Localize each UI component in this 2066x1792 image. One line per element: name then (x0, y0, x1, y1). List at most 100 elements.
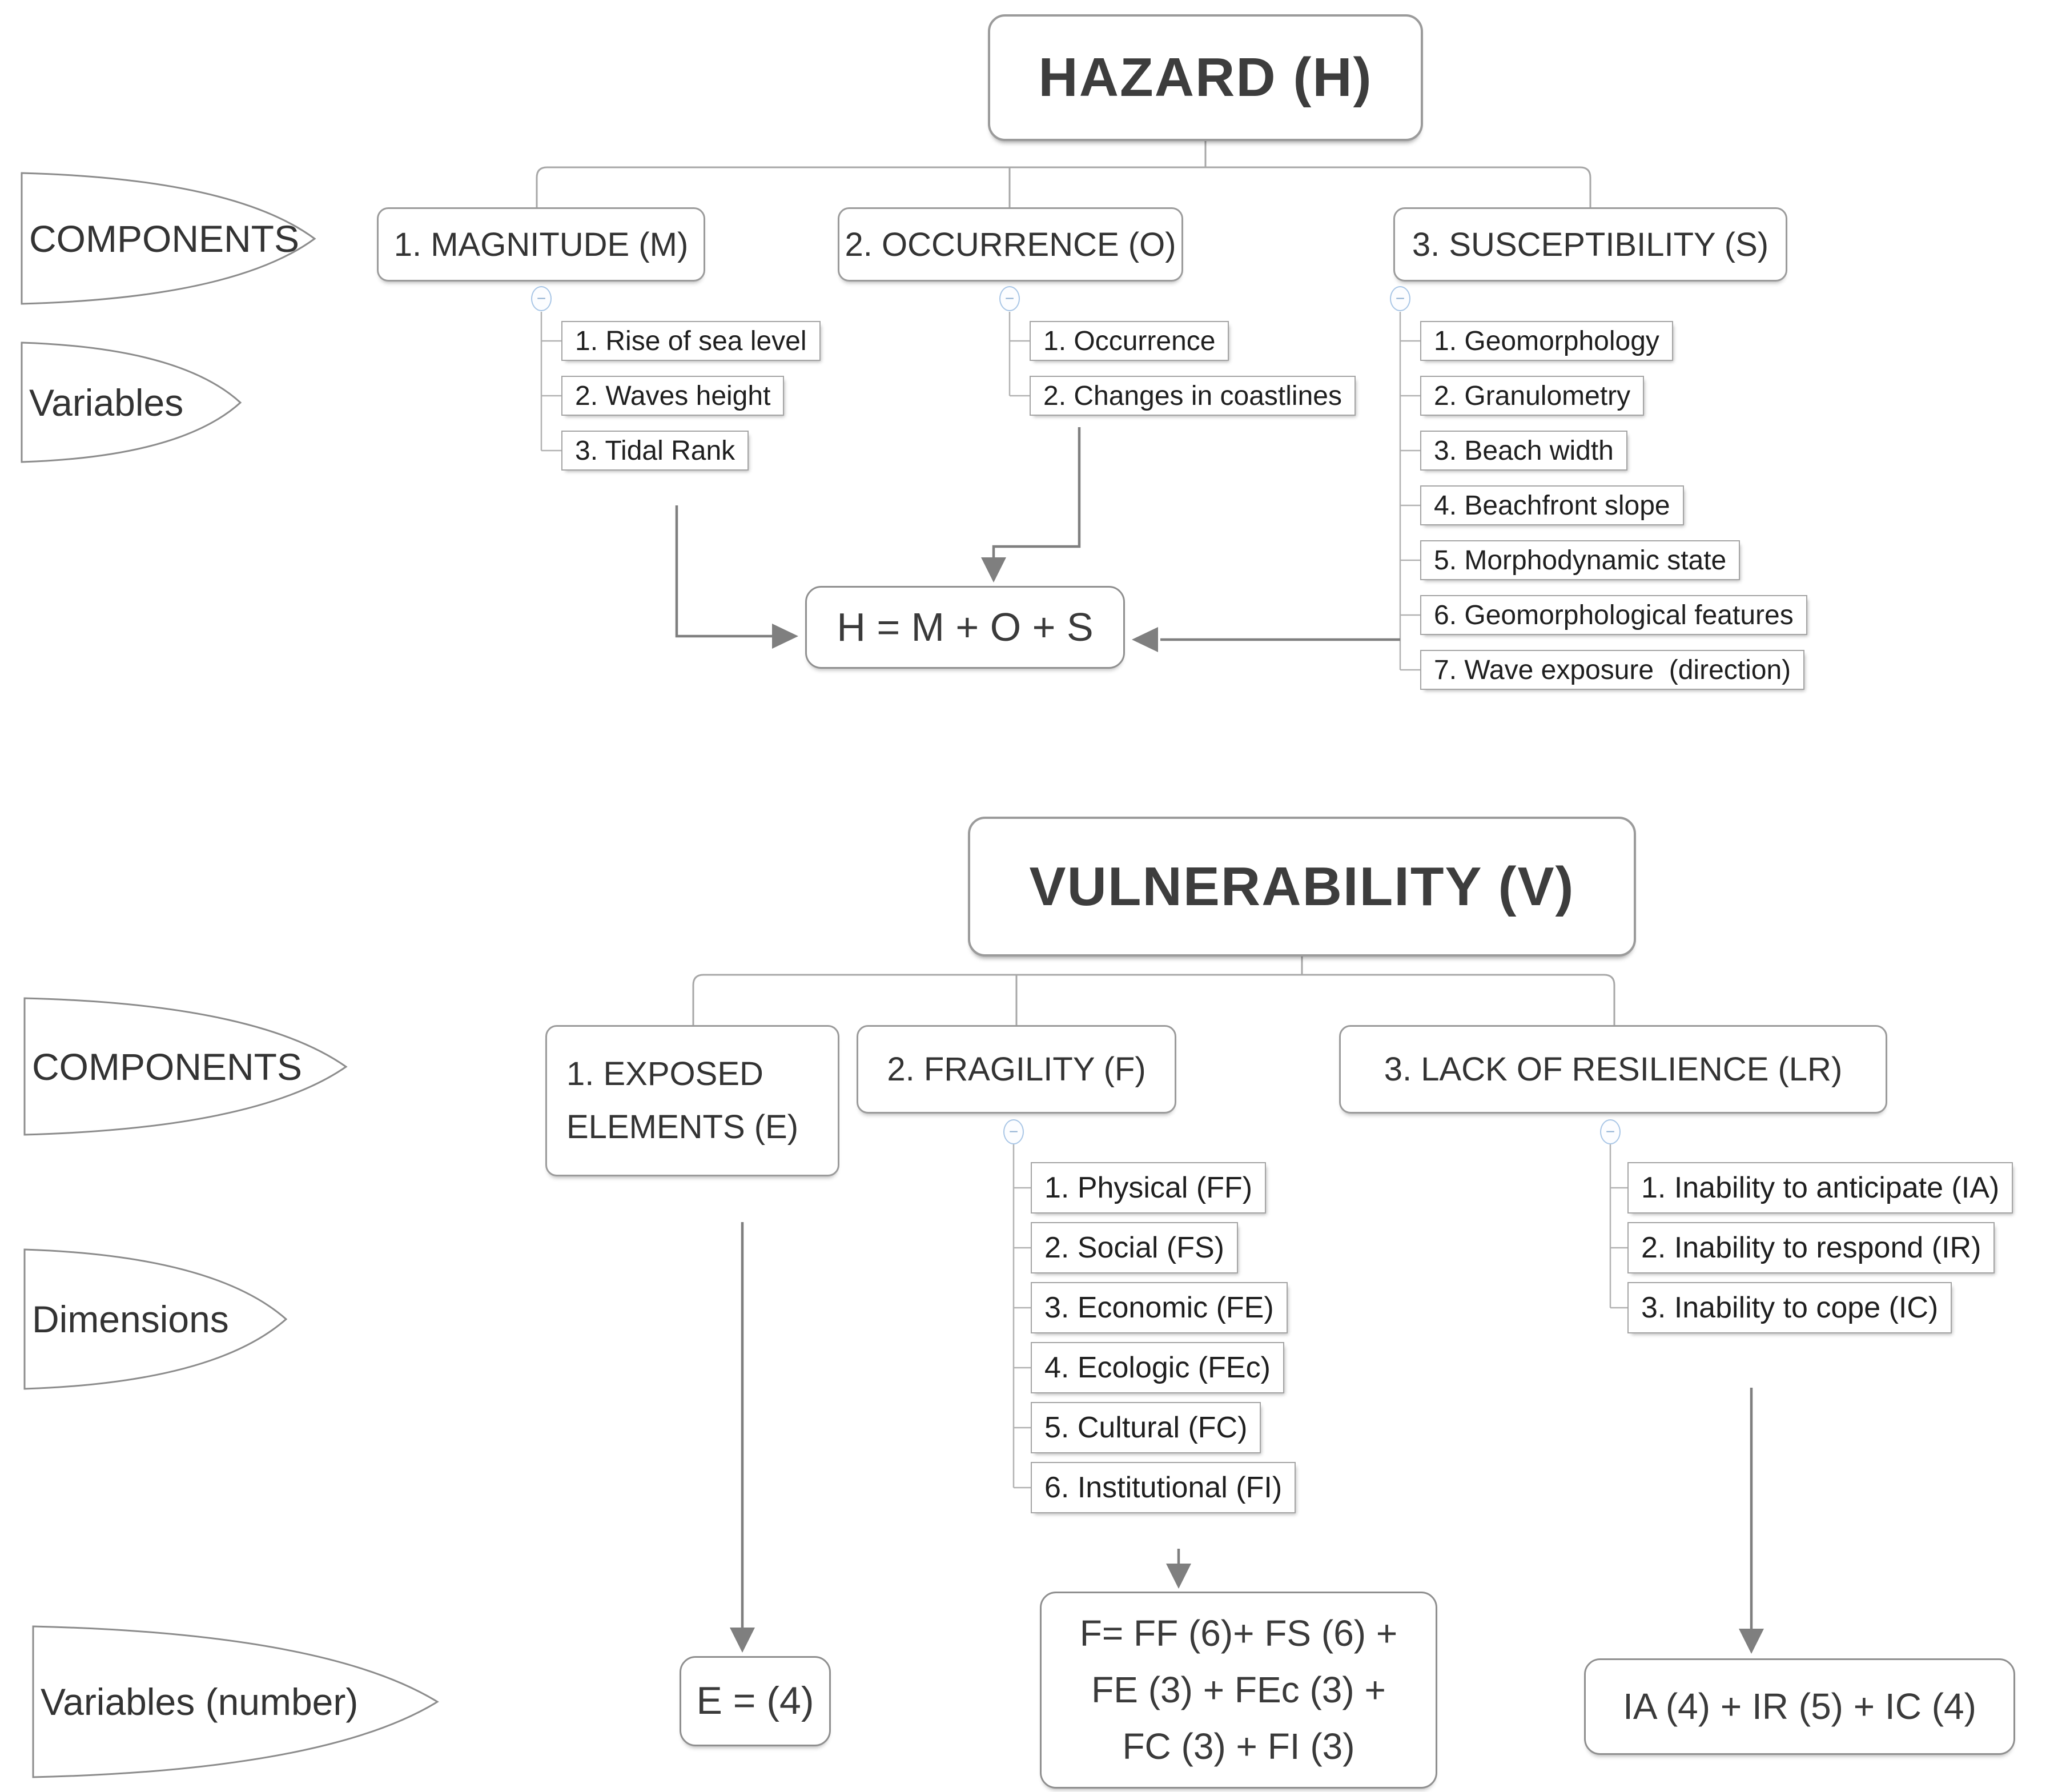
variable-box: 1. Rise of sea level (561, 321, 821, 361)
formula-text: IA (4) + IR (5) + IC (4) (1623, 1685, 1976, 1727)
component-box-susceptibility: 3. SUSCEPTIBILITY (S) (1393, 207, 1787, 282)
variable-label: 5. Morphodynamic state (1434, 545, 1727, 576)
vulnerability-bracket-line (692, 974, 1615, 1025)
dimension-box: 2. Social (FS) (1031, 1222, 1238, 1273)
hazard-bracket-line (536, 166, 1591, 207)
dimension-box: 1. Inability to anticipate (IA) (1627, 1162, 2013, 1214)
occurrence-variables-spine (1008, 312, 1030, 397)
arrowhead-right-icon (772, 624, 798, 649)
dimension-label: 6. Institutional (FI) (1044, 1471, 1283, 1504)
dimension-label: 3. Economic (FE) (1044, 1291, 1274, 1324)
variable-label: 3. Tidal Rank (575, 435, 735, 466)
component-label: 3. LACK OF RESILIENCE (LR) (1384, 1051, 1843, 1088)
arrowhead-down-icon (730, 1628, 755, 1653)
component-label: 2. OCCURRENCE (O) (845, 226, 1176, 263)
component-label: 1. MAGNITUDE (M) (393, 226, 689, 263)
variable-label: 3. Beach width (1434, 435, 1614, 466)
arrowhead-down-icon (981, 557, 1006, 582)
dimension-box: 5. Cultural (FC) (1031, 1402, 1261, 1453)
formula-line: F= FF (6)+ FS (6) + (1079, 1612, 1398, 1654)
variable-label: 4. Beachfront slope (1434, 490, 1670, 521)
component-box-lack-of-resilience: 3. LACK OF RESILIENCE (LR) (1339, 1025, 1887, 1114)
component-label: 1. EXPOSED ELEMENTS (E) (566, 1055, 799, 1146)
magnitude-variables-spine (540, 312, 561, 452)
formula-text: E = (4) (696, 1679, 814, 1723)
variable-label: 6. Geomorphological features (1434, 600, 1794, 630)
minus-glyph: − (1605, 1123, 1615, 1140)
arrowhead-left-icon (1132, 627, 1158, 652)
variable-label: 2. Changes in coastlines (1043, 380, 1342, 411)
variables-row-label: Variables (29, 381, 184, 424)
variable-label: 1. Occurrence (1043, 326, 1216, 356)
formula-line: FE (3) + FEc (3) + (1091, 1669, 1386, 1710)
fragility-dimensions-spine (1012, 1144, 1031, 1489)
dimension-label: 2. Inability to respond (IR) (1641, 1231, 1981, 1264)
collapse-icon[interactable]: − (1600, 1119, 1621, 1144)
resilience-dimensions-spine (1609, 1144, 1627, 1309)
variable-label: 2. Granulometry (1434, 380, 1631, 411)
arrow-occurrence-to-formula (992, 427, 1081, 560)
pennant-shape-icon (21, 341, 242, 463)
pennant-shape-icon (23, 997, 348, 1136)
collapse-icon[interactable]: − (531, 286, 552, 311)
dimension-box: 3. Inability to cope (IC) (1627, 1282, 1952, 1333)
variable-box: 7. Wave exposure (direction) (1420, 650, 1805, 690)
variable-box: 2. Granulometry (1420, 376, 1645, 416)
banner-components-vulnerability: COMPONENTS (23, 997, 348, 1136)
dimension-label: 3. Inability to cope (IC) (1641, 1291, 1939, 1324)
dimension-label: 1. Physical (FF) (1044, 1171, 1253, 1204)
variable-box: 3. Tidal Rank (561, 431, 749, 471)
components-row-label: COMPONENTS (29, 217, 300, 260)
variable-label: 2. Waves height (575, 380, 771, 411)
banner-variables-hazard: Variables (20, 341, 243, 464)
dimension-label: 4. Ecologic (FEc) (1044, 1351, 1271, 1384)
dimension-label: 2. Social (FS) (1044, 1231, 1224, 1264)
arrowhead-down-icon (1166, 1564, 1191, 1589)
collapse-icon[interactable]: − (1390, 286, 1410, 311)
variables-number-row-label: Variables (number) (41, 1681, 359, 1723)
susceptibility-variables-spine (1399, 312, 1420, 671)
variable-label: 7. Wave exposure (direction) (1434, 654, 1791, 685)
dimension-box: 3. Economic (FE) (1031, 1282, 1288, 1333)
component-box-exposed-elements: 1. EXPOSED ELEMENTS (E) (545, 1025, 839, 1176)
variable-box: 6. Geomorphological features (1420, 595, 1807, 635)
dimension-box: 1. Physical (FF) (1031, 1162, 1267, 1214)
variable-box: 5. Morphodynamic state (1420, 540, 1741, 580)
component-label: 3. SUSCEPTIBILITY (S) (1412, 226, 1769, 263)
pennant-shape-icon (21, 172, 316, 305)
pennant-shape-icon (32, 1625, 439, 1778)
dimension-box: 4. Ecologic (FEc) (1031, 1342, 1284, 1393)
components-row-label: COMPONENTS (32, 1045, 303, 1088)
component-box-magnitude: 1. MAGNITUDE (M) (377, 207, 705, 282)
dimension-box: 6. Institutional (FI) (1031, 1462, 1296, 1513)
formula-box-hazard: H = M + O + S (805, 586, 1125, 669)
vulnerability-title: VULNERABILITY (V) (968, 817, 1636, 957)
variable-box: 3. Beach width (1420, 431, 1627, 471)
collapse-icon[interactable]: − (999, 286, 1020, 311)
dimension-label: 1. Inability to anticipate (IA) (1641, 1171, 2000, 1204)
dimension-label: 5. Cultural (FC) (1044, 1411, 1248, 1444)
component-label: 2. FRAGILITY (F) (887, 1051, 1146, 1088)
hazard-title-label: HAZARD (H) (1038, 47, 1373, 108)
variable-box: 2. Changes in coastlines (1030, 376, 1356, 416)
arrow-magnitude-to-formula (675, 505, 774, 638)
dimensions-row-label: Dimensions (32, 1298, 229, 1340)
minus-glyph: − (1395, 290, 1405, 307)
collapse-icon[interactable]: − (1003, 1119, 1024, 1144)
banner-components-hazard: COMPONENTS (20, 171, 317, 306)
minus-glyph: − (1008, 1123, 1019, 1140)
banner-dimensions: Dimensions (23, 1248, 288, 1391)
dimension-box: 2. Inability to respond (IR) (1627, 1222, 1995, 1273)
formula-box-resilience: IA (4) + IR (5) + IC (4) (1584, 1658, 2015, 1755)
formula-line: FC (3) + FI (3) (1122, 1726, 1355, 1767)
variable-label: 1. Rise of sea level (575, 326, 807, 356)
variable-box: 4. Beachfront slope (1420, 485, 1684, 525)
vulnerability-title-label: VULNERABILITY (V) (1029, 855, 1575, 917)
variable-label: 1. Geomorphology (1434, 326, 1659, 356)
arrowhead-down-icon (1739, 1629, 1764, 1654)
variable-box: 2. Waves height (561, 376, 785, 416)
component-box-occurrence: 2. OCCURRENCE (O) (838, 207, 1183, 282)
formula-text: H = M + O + S (837, 605, 1094, 650)
